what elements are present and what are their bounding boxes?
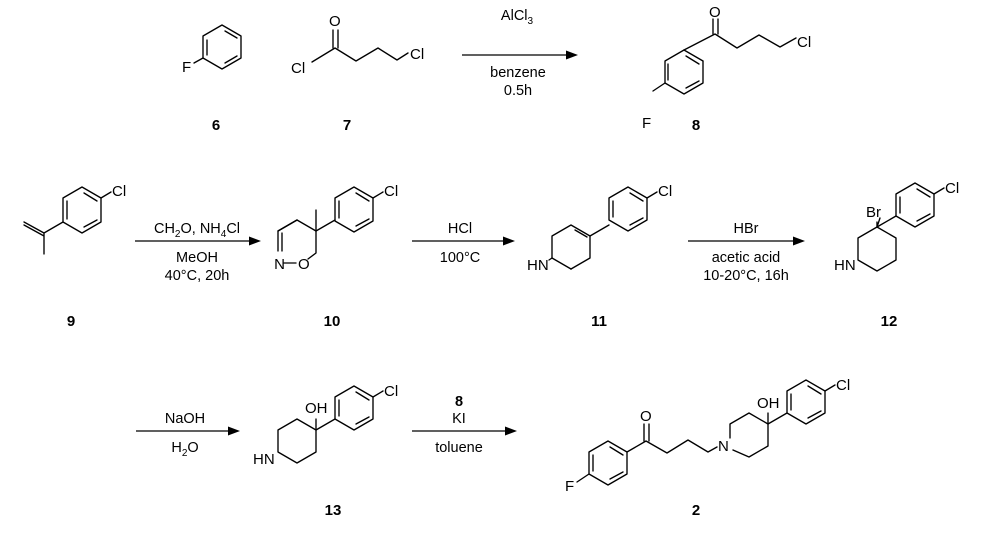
atom-cl: Cl (410, 46, 424, 63)
atom-oh: OH (305, 400, 328, 417)
condition-conditions: 10-20°C, 16h (703, 268, 789, 284)
condition-reagent: NaOH (165, 411, 205, 427)
atom-o: O (329, 13, 341, 30)
compound-13-label: 13 (325, 502, 342, 519)
condition-solvent: acetic acid (712, 250, 781, 266)
compound-13-structure: HN OH Cl (253, 383, 398, 468)
atom-f: F (565, 478, 574, 495)
compound-2-structure: F O N OH Cl (565, 377, 850, 495)
atom-br: Br (866, 204, 881, 221)
condition-conditions: 100°C (440, 250, 480, 266)
atom-o: O (709, 4, 721, 21)
atom-n: N (274, 256, 285, 273)
compound-9-label: 9 (67, 313, 75, 330)
compound-10-structure: N O Cl (274, 183, 398, 273)
compound-12-label: 12 (881, 313, 898, 330)
condition-conditions: 40°C, 20h (165, 268, 230, 284)
compound-8-label: 8 (692, 117, 700, 134)
compound-7-structure: O Cl Cl (291, 13, 424, 77)
atom-cl: Cl (836, 377, 850, 394)
condition-solvent: toluene (435, 440, 483, 456)
compound-6-label: 6 (212, 117, 220, 134)
atom-cl: Cl (945, 180, 959, 197)
atom-nh: HN (253, 451, 275, 468)
reaction-arrow (462, 50, 578, 60)
atom-cl: Cl (112, 183, 126, 200)
atom-f: F (182, 59, 191, 76)
compound-10-label: 10 (324, 313, 341, 330)
atom-o: O (640, 408, 652, 425)
reaction-arrow (136, 426, 240, 436)
condition-time: 0.5h (504, 83, 532, 99)
atom-nh: HN (834, 257, 856, 274)
atom-nh: HN (527, 257, 549, 274)
reaction-arrow (688, 236, 805, 246)
compound-8-structure: F O Cl (642, 4, 811, 132)
compound-11-structure: HN Cl (527, 183, 672, 274)
condition-solvent: benzene (490, 65, 546, 81)
atom-cl: Cl (797, 34, 811, 51)
condition-reagent: CH2O, NH4Cl (154, 221, 240, 240)
atom-n: N (718, 438, 729, 455)
reaction-arrow (412, 426, 517, 436)
condition-solvent: H2O (171, 440, 198, 459)
compound-7-label: 7 (343, 117, 351, 134)
compound-2-label: 2 (692, 502, 700, 519)
condition-reagent: 8 (455, 394, 463, 410)
reaction-arrow (135, 236, 261, 246)
atom-cl: Cl (384, 183, 398, 200)
reaction-arrow (412, 236, 515, 246)
compound-6-structure: F (182, 24, 242, 76)
condition-reagent: AlCl3 (501, 8, 534, 27)
condition-reagent: HBr (734, 221, 759, 237)
condition-reagent: KI (452, 411, 466, 427)
condition-solvent: MeOH (176, 250, 218, 266)
atom-oh: OH (757, 395, 780, 412)
atom-cl: Cl (291, 60, 305, 77)
compound-11-label: 11 (591, 313, 607, 330)
atom-cl: Cl (658, 183, 672, 200)
compound-12-structure: HN Br Cl (834, 180, 959, 274)
condition-reagent: HCl (448, 221, 472, 237)
atom-f: F (642, 115, 651, 132)
compound-9-structure: Cl (23, 183, 126, 255)
atom-cl: Cl (384, 383, 398, 400)
atom-o: O (298, 256, 310, 273)
